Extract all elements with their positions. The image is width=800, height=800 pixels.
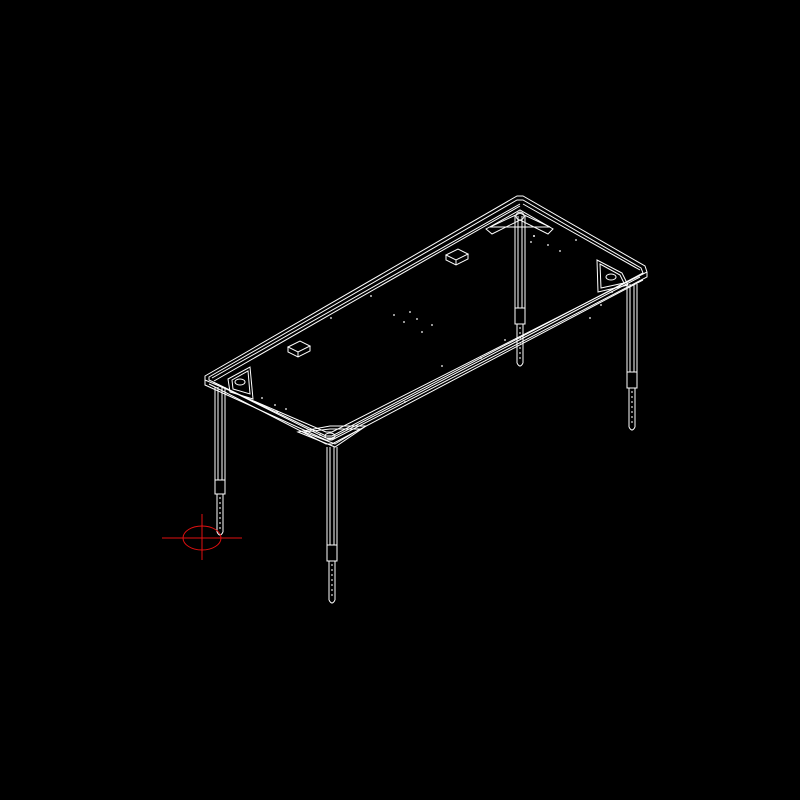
bracket-right xyxy=(596,259,629,293)
tabletop-cutout-2 xyxy=(444,248,470,266)
tabletop-cutout-1 xyxy=(286,340,312,358)
leg-back[interactable] xyxy=(514,216,526,367)
bracket-left xyxy=(227,366,254,400)
bracket-front xyxy=(296,425,368,448)
tabletop[interactable] xyxy=(204,195,648,445)
leg-front[interactable] xyxy=(326,447,338,604)
mounting-holes xyxy=(261,239,613,436)
leg-left[interactable] xyxy=(214,387,226,536)
crosshair-cursor-icon xyxy=(162,514,242,560)
bracket-back xyxy=(485,209,554,237)
leg-right[interactable] xyxy=(626,284,638,431)
